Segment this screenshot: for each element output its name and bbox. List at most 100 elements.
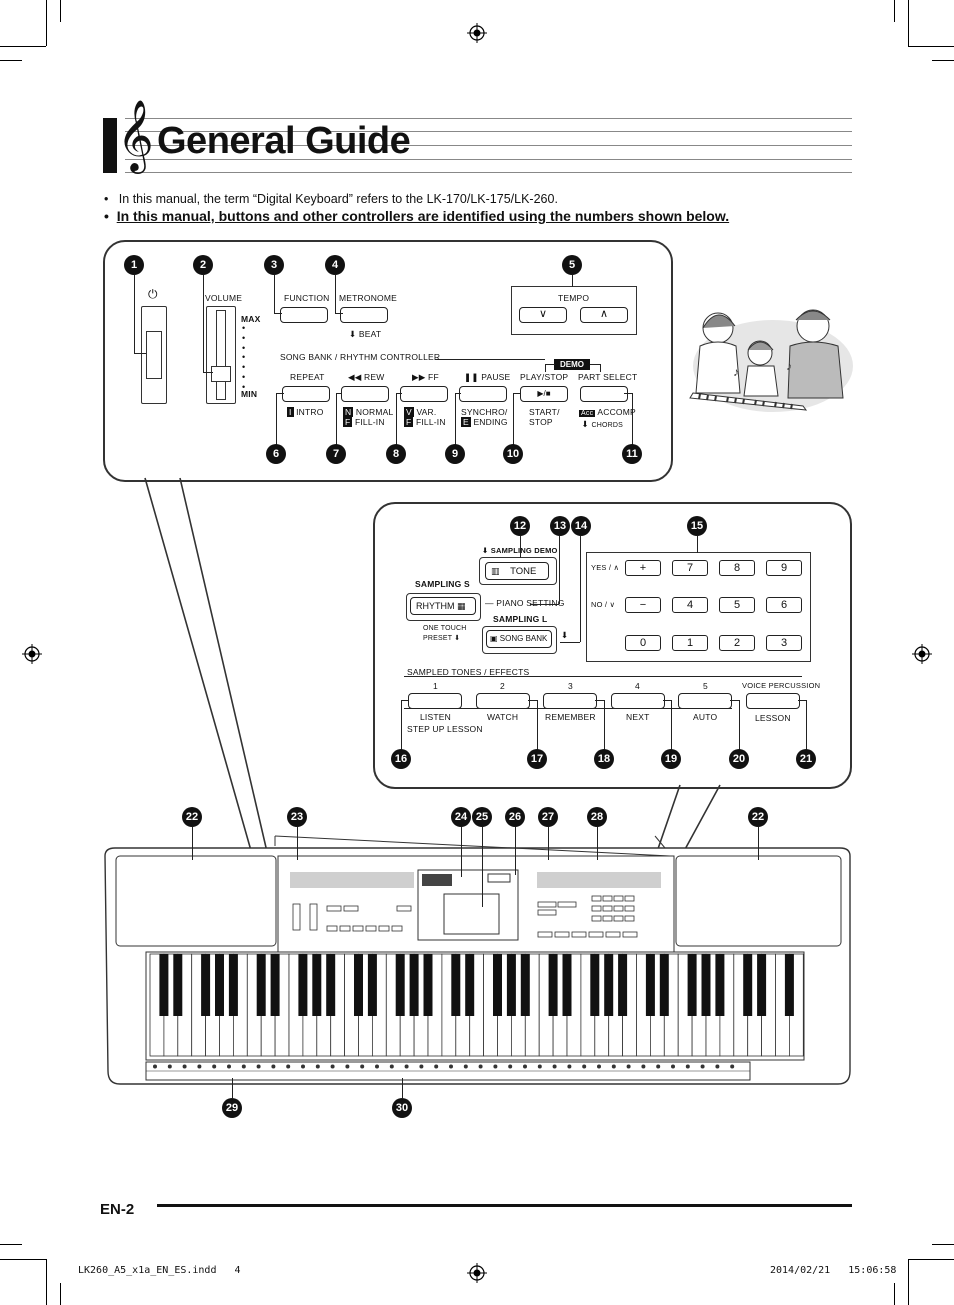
black-key: [409, 954, 419, 1016]
callout-3: 3: [264, 255, 284, 275]
strip-marker: [389, 1064, 394, 1069]
leader-line: [730, 700, 739, 701]
black-key: [201, 954, 211, 1016]
key-2[interactable]: 2: [719, 635, 755, 651]
function-button[interactable]: [280, 307, 328, 323]
strip-marker: [715, 1064, 720, 1069]
callout-19: 19: [661, 749, 681, 769]
key-minus[interactable]: −: [625, 597, 661, 613]
callout-2: 2: [193, 255, 213, 275]
leader-line: [515, 827, 516, 875]
black-key: [465, 954, 475, 1016]
song-bank-button[interactable]: ▣ SONG BANK: [486, 630, 552, 648]
key-9[interactable]: 9: [766, 560, 802, 576]
staff-line: [125, 118, 852, 119]
leader-line: [455, 393, 461, 394]
key-6[interactable]: 6: [766, 597, 802, 613]
callout-23: 23: [287, 807, 307, 827]
tempo-up-button[interactable]: ∧: [580, 307, 628, 323]
bullet-2: • In this manual, buttons and other cont…: [104, 208, 730, 224]
key-4[interactable]: 4: [672, 597, 708, 613]
strip-marker: [301, 1064, 305, 1069]
repeat-label: REPEAT: [290, 372, 325, 382]
leader-line: [513, 393, 521, 394]
strip-marker: [685, 1064, 690, 1069]
key-7[interactable]: 7: [672, 560, 708, 576]
strip-marker: [656, 1064, 661, 1069]
intro-button[interactable]: [282, 386, 330, 402]
leader-line: [560, 642, 580, 643]
sampling-l-label: SAMPLING L: [493, 614, 548, 624]
leader-line: [624, 393, 632, 394]
strip-marker: [375, 1064, 379, 1069]
strip-marker: [508, 1064, 513, 1069]
key-0[interactable]: 0: [625, 635, 661, 651]
metronome-button[interactable]: [340, 307, 388, 323]
demo-bracket: [545, 364, 546, 372]
normal-fillin-button[interactable]: [341, 386, 389, 402]
crop-mark: [932, 60, 954, 61]
black-key: [784, 954, 794, 1016]
strip-marker: [537, 1064, 542, 1069]
synchro-ending-button[interactable]: [459, 386, 507, 402]
crop-mark: [908, 1259, 909, 1305]
no-label: NO / ∨: [591, 600, 616, 609]
piano-icon: ▥: [491, 566, 500, 576]
tempo-down-button[interactable]: ∨: [519, 307, 567, 323]
black-key: [506, 954, 516, 1016]
leader-line: [528, 700, 537, 701]
crop-mark: [0, 60, 22, 61]
strip-marker: [256, 1064, 261, 1069]
strip-marker: [212, 1064, 217, 1069]
rhythm-button[interactable]: RHYTHM ▦: [410, 597, 476, 615]
strip-marker: [360, 1064, 365, 1069]
start-stop-button[interactable]: ▶/■: [520, 386, 568, 402]
callout-4: 4: [325, 255, 345, 275]
key-1[interactable]: 1: [672, 635, 708, 651]
leader-line: [276, 393, 284, 394]
sampled-line: [404, 676, 802, 677]
lesson-label: LESSON: [755, 713, 791, 723]
leader-line: [401, 700, 409, 701]
black-key: [757, 954, 767, 1016]
black-key: [451, 954, 461, 1016]
callout-16: 16: [391, 749, 411, 769]
beat-label: ⬇ BEAT: [349, 329, 382, 339]
demo-bracket: [600, 364, 601, 372]
listen-label: LISTEN: [420, 712, 451, 722]
crop-mark: [60, 0, 61, 22]
lesson-button[interactable]: [746, 693, 800, 709]
rew-label: ◀◀ REW: [348, 372, 385, 382]
leader-line: [232, 1078, 233, 1098]
key-3[interactable]: 3: [766, 635, 802, 651]
callout-30: 30: [392, 1098, 412, 1118]
key-8[interactable]: 8: [719, 560, 755, 576]
one-touch-label: ONE TOUCH: [423, 625, 467, 632]
leader-line: [520, 536, 521, 558]
strip-marker: [641, 1064, 646, 1069]
keyboard-illustration: [104, 835, 851, 1085]
tone-button[interactable]: ▥ TONE: [485, 562, 549, 580]
accomp-button[interactable]: [580, 386, 628, 402]
strip-marker: [271, 1064, 276, 1069]
black-key: [687, 954, 697, 1016]
volume-scale: •••••••: [242, 323, 246, 392]
crop-mark: [0, 1244, 22, 1245]
volume-slider-knob[interactable]: [211, 366, 231, 382]
black-key: [423, 954, 433, 1016]
key-5[interactable]: 5: [719, 597, 755, 613]
callout-27: 27: [538, 807, 558, 827]
key-plus[interactable]: +: [625, 560, 661, 576]
var-fillin-button[interactable]: [400, 386, 448, 402]
callout-17: 17: [527, 749, 547, 769]
callout-29: 29: [222, 1098, 242, 1118]
leader-line: [401, 700, 402, 750]
registration-mark-icon: [467, 23, 487, 43]
staff-line: [125, 159, 852, 160]
strip-marker: [449, 1064, 453, 1069]
leader-line: [335, 275, 336, 313]
staff-line: [125, 145, 852, 146]
black-key: [270, 954, 280, 1016]
callout-8: 8: [386, 444, 406, 464]
